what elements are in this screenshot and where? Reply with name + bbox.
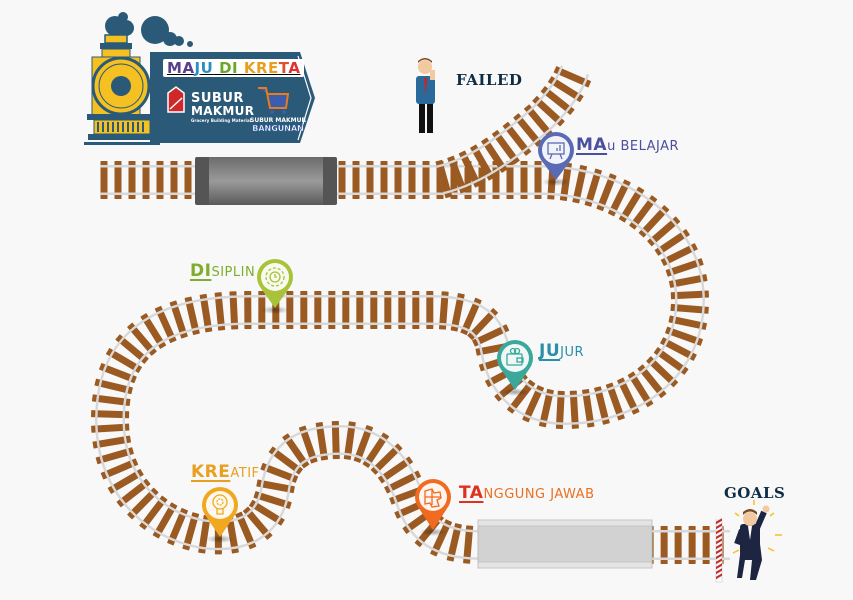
train-wagon	[195, 157, 337, 205]
milestone-highlight: JU	[539, 341, 561, 361]
banner-title-letter: A	[288, 59, 301, 77]
brand-line-2: MAKMUR	[191, 104, 255, 118]
map-pin-mau-belajar[interactable]	[538, 132, 574, 186]
milestone-label-mau-belajar: MAu BELAJAR	[576, 135, 679, 155]
presentation-board-icon	[547, 142, 565, 160]
brand-line-1: SUBUR	[191, 91, 244, 106]
barrier-gate	[715, 518, 723, 583]
milestone-rest: ATIF	[230, 466, 260, 481]
goals-person-illustration	[732, 500, 782, 580]
lightbulb-gear-icon	[212, 494, 228, 515]
puzzle-icon	[424, 488, 442, 508]
brand-tagline: Grocery Building Material	[191, 118, 252, 123]
milestone-label-jujur: JUJUR	[539, 341, 584, 361]
milestone-highlight: DI	[190, 261, 212, 281]
map-pin-jujur[interactable]	[497, 340, 533, 396]
map-pin-disiplin[interactable]	[257, 259, 293, 314]
milestone-highlight: TA	[459, 483, 484, 503]
banner-title-letter: R	[255, 59, 269, 77]
failed-person-illustration	[416, 58, 435, 133]
banner-title-letter: J	[194, 59, 201, 77]
banner-title-letter: M	[167, 59, 183, 77]
milestone-rest: NGGUNG JAWAB	[483, 487, 595, 502]
banner-title-letter: K	[243, 59, 256, 77]
milestone-rest: u BELAJAR	[607, 139, 680, 154]
gear-clock-icon	[265, 267, 285, 287]
milestone-highlight: KRE	[191, 462, 231, 482]
milestone-label-kreatif: KREATIF	[191, 462, 260, 482]
brand-logo-subur-makmur-bangunan: SUBUR MAKMUR BANGUNAN	[250, 117, 306, 133]
milestone-label-tanggung-jawab: TANGGUNG JAWAB	[459, 483, 595, 503]
banner-title-letter: D	[219, 59, 233, 77]
banner-title-letter: U	[200, 59, 214, 77]
milestone-rest: SIPLIN	[211, 265, 256, 280]
banner-title-letter: A	[182, 59, 195, 77]
banner-title-letter: I	[232, 59, 239, 77]
wallet-icon	[506, 347, 524, 366]
banner-title: MAJU DI KRETA	[163, 59, 305, 77]
brand-logo-subur-makmur: SUBUR MAKMUR Grocery Building Material	[191, 92, 254, 124]
brand2-line-2: BANGUNAN	[252, 124, 304, 133]
track-rails	[435, 64, 590, 195]
map-pin-tanggung-jawab[interactable]	[415, 479, 451, 536]
map-pin-kreatif[interactable]	[202, 487, 238, 543]
milestone-highlight: MA	[576, 135, 608, 155]
banner-title-letter: T	[278, 59, 289, 77]
track-rails	[94, 165, 730, 560]
milestone-rest: JUR	[560, 345, 585, 360]
failed-heading: FAILED	[456, 71, 523, 89]
milestone-label-disiplin: DISIPLIN	[190, 261, 255, 281]
station-platform	[477, 519, 653, 569]
goals-heading: GOALS	[724, 484, 786, 502]
banner-title-letter: E	[268, 59, 279, 77]
brand2-line-1: SUBUR MAKMUR	[250, 117, 307, 124]
